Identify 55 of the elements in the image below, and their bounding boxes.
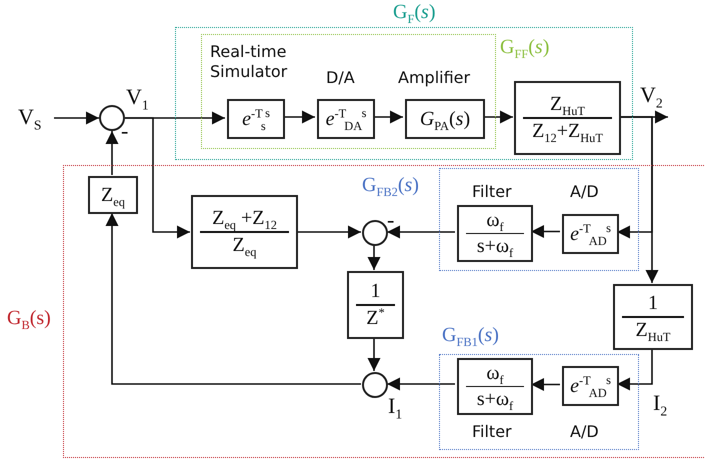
fraction-denominator: Z$^{*}$: [366, 308, 385, 329]
transfer-function-block: [347, 271, 404, 339]
signal-label: V$_{2}$: [640, 82, 670, 117]
signal-arrow: [387, 378, 455, 390]
group-label: G$_{FB2}$(s): [362, 174, 419, 197]
signal-arrow: [387, 226, 455, 238]
transfer-function-block: [613, 284, 693, 350]
block-caption: Filter: [472, 422, 512, 442]
fraction-denominator: s+ω$_{f}$: [476, 389, 514, 410]
signal-arrow: [368, 245, 380, 270]
summing-junction: [362, 372, 388, 398]
group-label: G$_{FF}$(s): [500, 36, 550, 59]
fraction-numerator: Z$_{HuT}$: [550, 94, 585, 116]
block-caption: Real-time Simulator: [210, 42, 288, 82]
signal-label: I$_{1}$: [388, 393, 402, 419]
signal-arrow: [483, 110, 513, 124]
block-caption: A/D: [570, 182, 599, 202]
signal-label: -: [387, 207, 394, 233]
transfer-function-block: [88, 176, 138, 214]
block-caption: Filter: [472, 182, 512, 202]
signal-arrow: [125, 117, 190, 238]
signal-arrow: [617, 349, 653, 390]
transfer-function-block: [191, 195, 298, 269]
signal-label: I$_{2}$: [653, 390, 668, 416]
signal-arrow: [531, 225, 560, 238]
signal-arrow: [54, 112, 99, 124]
signal-label: V$_{1}$: [126, 84, 149, 110]
block-caption: D/A: [326, 68, 355, 88]
summing-junction: [362, 220, 388, 246]
signal-arrow: [106, 213, 361, 385]
signal-label: V$_{S}$: [18, 104, 54, 132]
fraction-denominator: Z$_{HuT}$: [636, 320, 670, 341]
signal-arrow: [617, 116, 653, 238]
group-label: G$_{FB1}$(s): [442, 324, 499, 347]
fraction-denominator: Z$_{12}$+Z$_{HuT}$: [532, 120, 603, 142]
signal-arrow: [368, 338, 380, 371]
signal-label: -: [121, 118, 128, 144]
signal-arrow: [297, 226, 361, 238]
signal-arrow: [283, 110, 315, 124]
summing-junction: [99, 105, 125, 131]
group-label: G$_{B}$(s): [7, 307, 51, 330]
fraction-numerator: ω$_{f}$: [486, 210, 504, 231]
fraction-numerator: 1: [370, 281, 380, 302]
fraction-numerator: ω$_{f}$: [486, 362, 504, 384]
fraction-numerator: Z$_{eq}$ +Z$_{12}$: [212, 208, 277, 230]
signal-arrow: [373, 110, 403, 124]
group-label: G$_{F}$(s): [393, 1, 436, 24]
block-formula: G$_{PA}$(s): [420, 108, 470, 130]
fraction-numerator: 1: [648, 293, 658, 314]
transfer-function-block: [514, 81, 621, 155]
signal-arrow: [531, 378, 560, 391]
fraction-denominator: s+ω$_{f}$: [476, 236, 514, 258]
block-caption: Amplifier: [398, 68, 470, 88]
block-caption: A/D: [570, 422, 599, 442]
signal-arrow: [106, 131, 118, 175]
